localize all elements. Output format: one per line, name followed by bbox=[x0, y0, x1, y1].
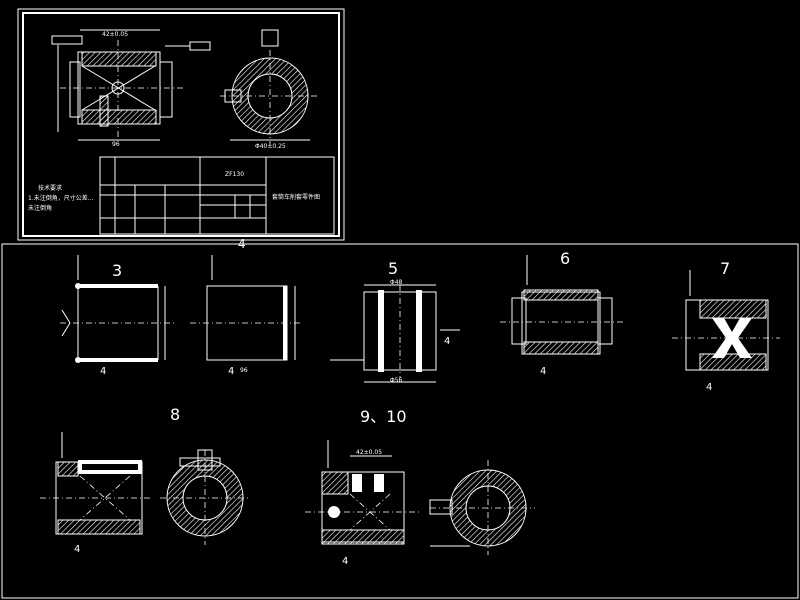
title-block: ZF130 套筒车削套零件图 技术要求 1.未注倒角，尺寸公差... 未注倒角 bbox=[28, 156, 335, 235]
op-5-dim-phi56: Φ56 bbox=[390, 377, 403, 384]
op-9-10-dim-42: 42±0.05 bbox=[356, 449, 382, 456]
operations-sheet-border bbox=[1, 243, 799, 599]
operation-3: 3 4 bbox=[60, 255, 175, 377]
part-name: 套筒车削套零件图 bbox=[272, 193, 320, 201]
tech-req-title: 技术要求 bbox=[38, 184, 62, 192]
op-8-label: 8 bbox=[170, 405, 180, 424]
tech-req-line-1: 1.未注倒角，尺寸公差... bbox=[28, 194, 94, 202]
op-3b-dim-96: 96 bbox=[240, 367, 248, 374]
op-9-10-dim-4: 4 bbox=[342, 556, 348, 567]
operation-7: 7 4 bbox=[672, 259, 780, 393]
op-6-dim-4: 4 bbox=[540, 366, 546, 377]
op-3-label: 3 bbox=[112, 261, 122, 280]
tech-req-line-2: 未注倒角 bbox=[28, 204, 52, 212]
op-7-dim-4: 4 bbox=[706, 382, 712, 393]
op-5-dim-phi48: Φ48 bbox=[390, 279, 403, 286]
operation-5: 5 Φ48 Φ56 4 bbox=[330, 259, 460, 384]
sheet-inner-border bbox=[22, 12, 340, 237]
operation-6: 6 4 bbox=[500, 249, 625, 377]
sheet-outer-border bbox=[17, 8, 345, 241]
op-5-label: 5 bbox=[388, 259, 398, 278]
op-9-10-label: 9、10 bbox=[360, 407, 407, 426]
dim-phi40: Φ40±0.25 bbox=[255, 143, 286, 150]
dim-42: 42±0.05 bbox=[102, 31, 128, 38]
op-8-dim-4: 4 bbox=[74, 544, 80, 555]
op-3b-dim-4: 4 bbox=[228, 366, 234, 377]
op-5-dim-4: 4 bbox=[444, 336, 450, 347]
part-drawing-sheet: 42±0.05 96 Φ40±0.25 bbox=[17, 8, 345, 241]
dim-96: 96 bbox=[112, 141, 120, 148]
operation-3b: 4 96 bbox=[190, 255, 300, 377]
op-7-cross-bore bbox=[712, 318, 752, 358]
end-view: Φ40±0.25 bbox=[220, 29, 320, 150]
op-3-dim-4: 4 bbox=[100, 366, 106, 377]
op-6-label: 6 bbox=[560, 249, 570, 268]
op-4-label: 4 bbox=[238, 237, 246, 251]
operation-9-10: 9、10 42±0.05 4 bbox=[305, 407, 535, 567]
drawing-code: ZF130 bbox=[225, 171, 244, 178]
sectional-view: 42±0.05 96 bbox=[51, 29, 211, 148]
op-7-label: 7 bbox=[720, 259, 730, 278]
operation-8: 8 4 bbox=[40, 405, 250, 555]
